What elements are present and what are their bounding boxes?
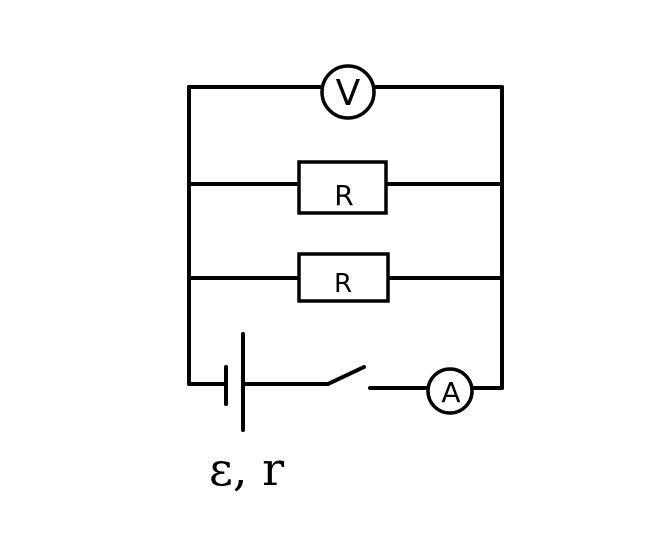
resistor-bottom: R: [297, 252, 390, 303]
voltmeter: V: [320, 64, 376, 120]
ammeter-circle: [426, 367, 474, 415]
resistor-top-body: [297, 160, 388, 215]
switch-blade: [326, 365, 366, 386]
battery-label: ε, r: [209, 442, 284, 496]
resistor-bottom-body: [297, 252, 390, 303]
battery: [224, 332, 245, 432]
ammeter-label: A: [441, 376, 460, 409]
resistor-top-label: R: [334, 179, 353, 212]
voltmeter-label: V: [336, 73, 361, 114]
resistor-top: R: [297, 160, 388, 215]
switch: [326, 365, 366, 386]
ammeter: A: [426, 367, 474, 415]
resistor-bottom-label: R: [334, 269, 352, 299]
voltmeter-circle: [320, 64, 376, 120]
